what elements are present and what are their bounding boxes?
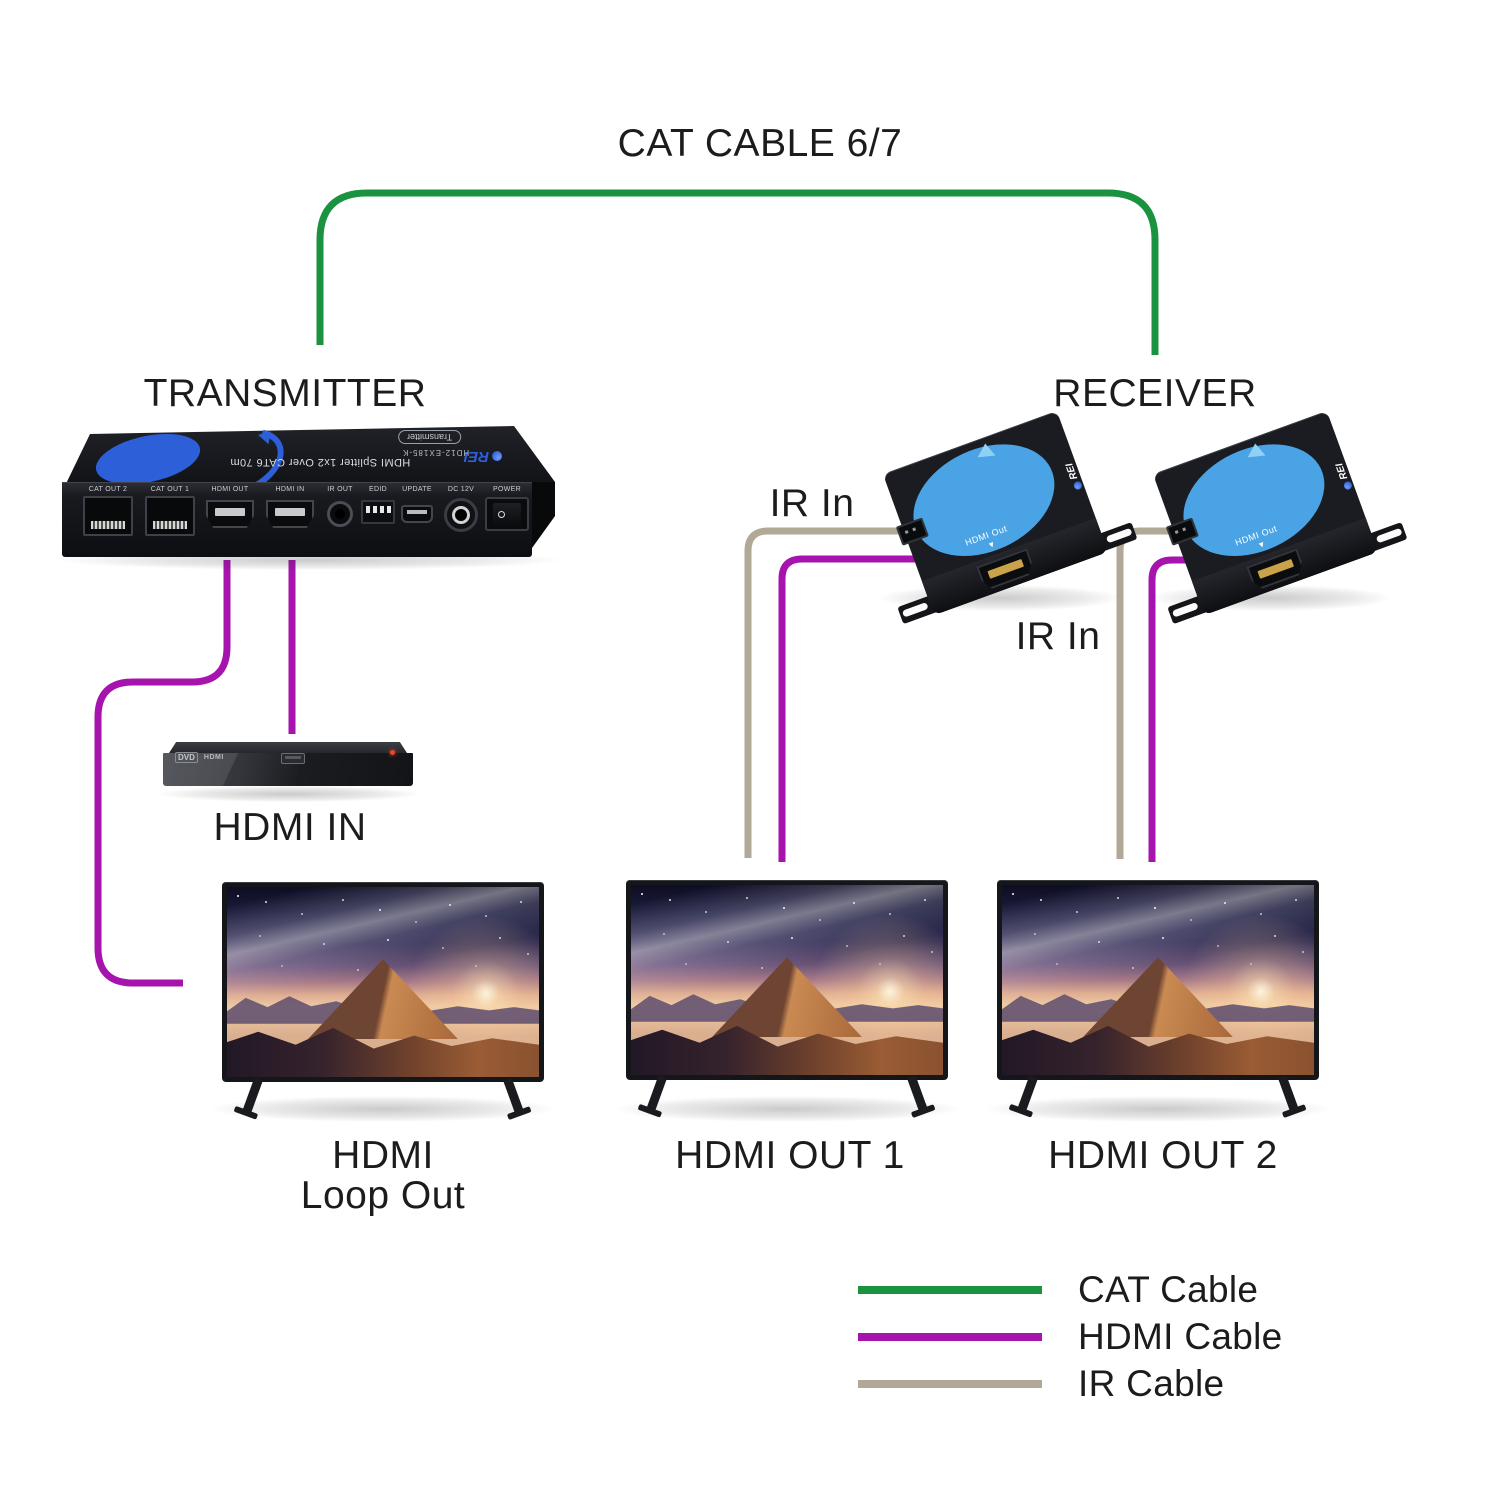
swoosh-arrowhead-icon [976,442,996,458]
transmitter-device: HDMI Splitter 1x2 Over CAT6 70m REI Tran… [62,415,555,562]
dvd-player: DVD HDMI [163,742,413,794]
dvd-logo: DVD [175,752,198,763]
hdmi-cable-tx-to-loopout-tv [94,560,231,987]
receiver-label: RECEIVER [1053,372,1257,415]
tv-hdmi-out-2 [997,880,1319,1113]
transmitter-label: TRANSMITTER [143,372,427,415]
hdmi-cable-swatch [858,1332,1042,1341]
cat-cable [316,189,1159,355]
hdmi-logo: HDMI [203,754,224,761]
port-hdmi-in: HDMI IN [262,486,318,528]
transmitter-top-text: HDMI Splitter 1x2 Over CAT6 70m [230,456,411,468]
tv-hdmi-loop-out [222,882,544,1115]
dvd-top-face [169,742,407,753]
port-hdmi-out: HDMI OUT [202,486,258,528]
dc-jack-icon [444,498,478,532]
tv2-label: HDMI OUT 1 [675,1134,905,1177]
port-update: UPDATE [398,486,436,523]
port-power: POWER [484,486,530,531]
port-dc-12v: DC 12V [440,486,482,532]
swoosh-arrowhead-icon [1246,442,1266,458]
dvd-logos: DVD HDMI [175,752,224,763]
ir-in-label-1: IR In [769,482,855,525]
audio-jack-icon [327,501,353,527]
transmitter-badge: Transmitter [398,430,462,444]
hdmi-cable-receiver2-to-tv [1148,556,1228,862]
ir-cable-swatch [858,1379,1042,1388]
cable-legend: CAT Cable HDMI Cable IR Cable [858,1266,1283,1407]
transmitter-side-face [532,482,555,548]
orei-logo-dot-icon [492,451,503,462]
rj45-port-icon [83,496,133,536]
legend-row-hdmi: HDMI Cable [858,1313,1283,1360]
hdmi-cable-receiver1-to-tv [778,555,958,862]
ir-in-label-2: IR In [1015,615,1101,658]
tv-screen-image [631,885,943,1075]
port-cat-out-1: CAT OUT 1 [138,486,202,536]
legend-row-cat: CAT Cable [858,1266,1283,1313]
power-led-icon [390,750,395,755]
dvd-shadow [158,786,420,802]
legend-label: IR Cable [1078,1362,1225,1404]
tv1-label-line2: Loop Out [300,1174,466,1217]
hdmi-port-icon [206,500,254,528]
orei-logo: REI [464,448,503,465]
tv1-shadow [212,1096,554,1122]
legend-label: HDMI Cable [1078,1315,1283,1357]
cat-cable-title: CAT CABLE 6/7 [617,122,903,165]
hdmi-in-label: HDMI IN [213,806,367,849]
power-switch-icon [485,497,529,531]
micro-usb-port-icon [401,505,433,523]
port-ir-out: IR OUT [320,486,360,527]
port-cat-out-2: CAT OUT 2 [76,486,140,536]
transmitter-model-number: HD12-EX185-K [402,448,470,457]
tv1-label-line1: HDMI [332,1134,434,1177]
tv-frame [222,882,544,1082]
legend-row-ir: IR Cable [858,1360,1283,1407]
port-edid: EDID [358,486,398,524]
hdmi-port-icon [266,500,314,528]
legend-label: CAT Cable [1078,1268,1259,1310]
tv-screen-image [1002,885,1314,1075]
rj45-port-icon [145,496,195,536]
tv2-shadow [616,1096,958,1122]
tv-frame [626,880,948,1080]
tv-hdmi-out-1 [626,880,948,1113]
usb-port-icon [281,753,305,764]
tv3-label: HDMI OUT 2 [1048,1134,1278,1177]
ir-cable-receiver1 [744,527,900,858]
cat-cable-swatch [858,1285,1042,1294]
tv3-shadow [987,1096,1329,1122]
dip-switch-icon [361,500,395,524]
tv-frame [997,880,1319,1080]
tv-screen-image [227,887,539,1077]
